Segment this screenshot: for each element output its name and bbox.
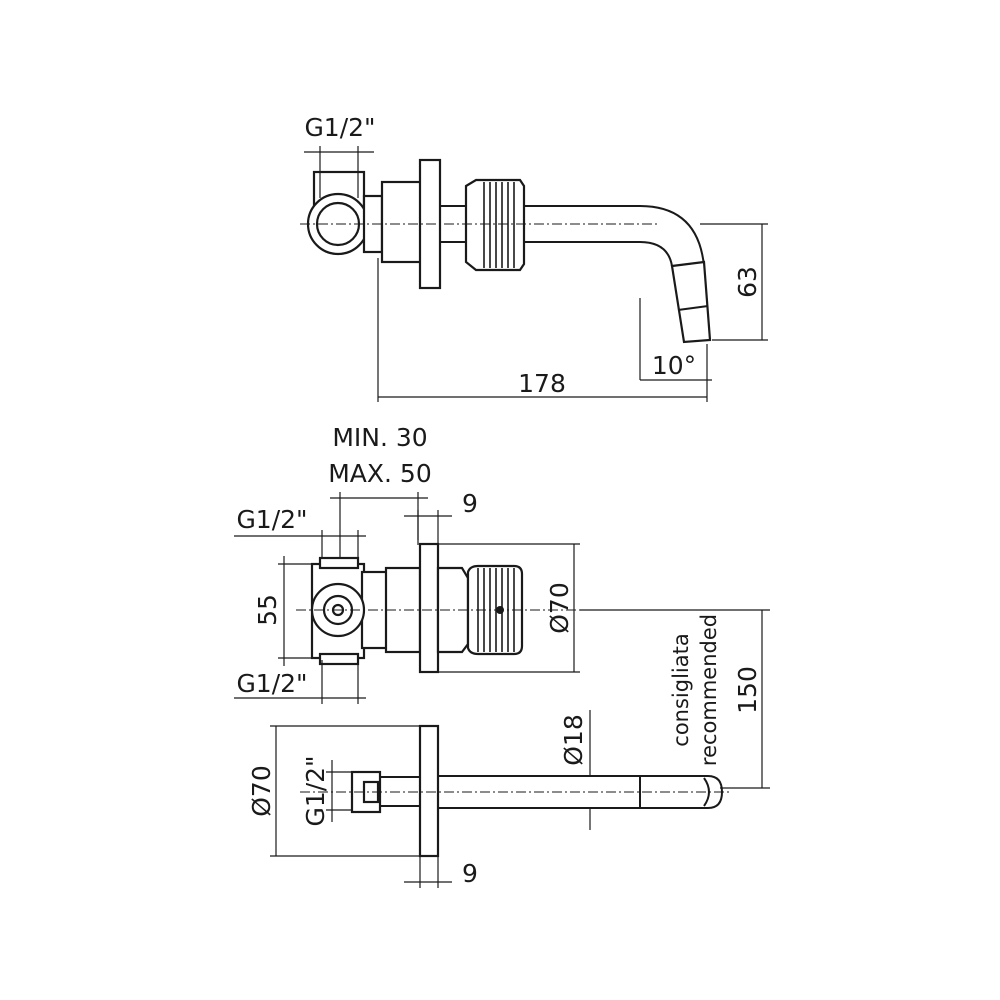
front-spacing-label: 150 [733, 666, 762, 714]
side-projection-label: 178 [518, 369, 566, 398]
side-angle-label: 10° [652, 351, 696, 380]
front-thread-upper-label: G1/2" [236, 505, 307, 534]
side-view: G1/2" 178 63 10° [300, 113, 768, 402]
spout-thread-label: G1/2" [301, 755, 330, 826]
spout-wall-plate [418, 724, 440, 858]
front-wall-max-label: MAX. 50 [328, 459, 432, 488]
front-wall-plate [418, 542, 440, 674]
front-valve-top-cap [318, 556, 360, 570]
spout-view: Ø70 G1/2" Ø18 9 [247, 710, 730, 888]
side-handle [464, 178, 526, 272]
side-spout-bend-inner [639, 241, 673, 267]
front-wall-min-label: MIN. 30 [332, 423, 427, 452]
spout-plate-thickness-label: 9 [462, 859, 478, 888]
side-spout-outlet-ring [677, 305, 709, 311]
front-note-en: recommended [697, 614, 721, 766]
front-thread-lower-label: G1/2" [236, 669, 307, 698]
front-plate-diameter-label: Ø70 [545, 582, 574, 634]
front-body-height-label: 55 [253, 594, 282, 626]
spout-diameter-label: Ø18 [559, 714, 588, 766]
front-valve-bottom-cap [318, 652, 360, 666]
side-handle-knurl [483, 182, 515, 268]
spout-plate-diameter-label: Ø70 [247, 765, 276, 817]
side-spout-outlet [670, 260, 712, 344]
side-spout-bend-outer [639, 205, 705, 267]
front-note-it: consigliata [669, 633, 693, 746]
side-thread-label: G1/2" [304, 113, 375, 142]
side-height-label: 63 [733, 266, 762, 298]
front-view: MIN. 30 MAX. 50 9 G1/2" [234, 423, 770, 789]
front-plate-thickness-label: 9 [462, 489, 478, 518]
